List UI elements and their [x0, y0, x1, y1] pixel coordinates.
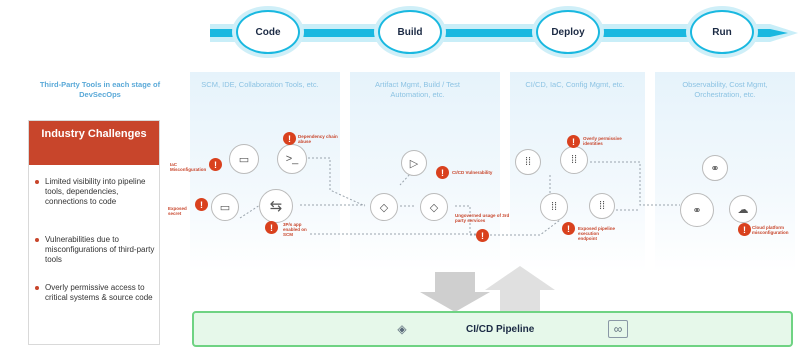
warning-icon: !	[738, 223, 751, 236]
warning-icon: !	[567, 135, 580, 148]
artifact-box-icon: ◇	[370, 193, 398, 221]
warning-icon: !	[209, 158, 222, 171]
challenge-item: Overly permissive access to critical sys…	[35, 283, 157, 303]
industry-challenges-panel: Industry Challenges Limited visibility i…	[28, 120, 160, 345]
orchestration-icon: ⚭	[702, 155, 728, 181]
warning-icon: !	[265, 221, 278, 234]
package-icon: ◇	[420, 193, 448, 221]
cloud-icon: ☁	[729, 195, 757, 223]
warning-icon: !	[436, 166, 449, 179]
bullet-icon	[35, 180, 39, 184]
ide-window-icon: ▭	[229, 144, 259, 174]
pipeline-label: CI/CD Pipeline	[466, 324, 535, 335]
usb-connection-icon: ⇆	[259, 189, 293, 223]
stage-label-code: Code	[255, 26, 281, 38]
stage-tools-build: Artifact Mgmt, Build / Test Automation, …	[375, 80, 460, 99]
third-party-tools-label: Third-Party Tools in each stage of DevSe…	[39, 80, 161, 99]
stage-circle-code: Code	[236, 10, 300, 54]
stage-circle-run: Run	[690, 10, 754, 54]
risk-label-ungoverned: Ungoverned usage of 3rd party services	[455, 213, 510, 223]
cicd-pipeline-bar: ◈ CI/CD Pipeline ∞	[192, 311, 793, 347]
warning-icon: !	[476, 229, 489, 242]
risk-label-cloud-misconfig: Cloud platform misconfiguration	[752, 225, 789, 235]
git-diamond-icon: ◈	[397, 322, 407, 336]
risk-label-dependency-chain: Dependency chain abuse	[298, 134, 338, 144]
build-play-icon: ▷	[401, 150, 427, 176]
stage-circle-build: Build	[378, 10, 442, 54]
risk-label-exposed-pipeline: Exposed pipeline execution endpoint	[578, 226, 616, 241]
iac-grid-icon: ⁞⁞	[540, 193, 568, 221]
stage-column-code	[190, 72, 340, 272]
deploy-grid-icon: ⁞⁞	[515, 149, 541, 175]
stage-tools-deploy: CI/CD, IaC, Config Mgmt, etc.	[525, 80, 625, 89]
stage-label-deploy: Deploy	[551, 26, 585, 38]
stage-arrow-band	[210, 24, 798, 42]
challenge-item: Vulnerabilities due to misconfigurations…	[35, 235, 157, 265]
stage-label-run: Run	[712, 26, 732, 38]
risk-label-cicd-vuln: CI/CD Vulnerability	[452, 170, 493, 175]
pipeline-grid-icon: ⁞⁞	[589, 193, 615, 219]
stage-label-build: Build	[397, 26, 423, 38]
terminal-icon: >_	[277, 144, 307, 174]
risk-label-overly-permissive: Overly permissive identities	[583, 136, 622, 146]
industry-challenges-title: Industry Challenges	[29, 121, 159, 165]
warning-icon: !	[195, 198, 208, 211]
bullet-icon	[35, 286, 39, 290]
warning-icon: !	[283, 132, 296, 145]
pipeline-tool-icon: ∞	[608, 320, 628, 338]
observability-icon: ⚭	[680, 193, 714, 227]
warning-icon: !	[562, 222, 575, 235]
stage-tools-code: SCM, IDE, Collaboration Tools, etc.	[201, 80, 319, 89]
risk-label-3p-app: 3P/s app enabled on SCM	[283, 222, 307, 237]
stage-column-build	[350, 72, 500, 272]
risk-label-iac-misconfig: IaC Misconfiguration	[170, 162, 207, 172]
editor-window-icon: ▭	[211, 193, 239, 221]
stage-tools-run: Observability, Cost Mgmt, Orchestration,…	[682, 80, 768, 99]
stage-circle-deploy: Deploy	[536, 10, 600, 54]
bullet-icon	[35, 238, 39, 242]
risk-label-exposed-secret: Exposed secret	[168, 206, 187, 216]
challenge-item: Limited visibility into pipeline tools, …	[35, 177, 157, 207]
